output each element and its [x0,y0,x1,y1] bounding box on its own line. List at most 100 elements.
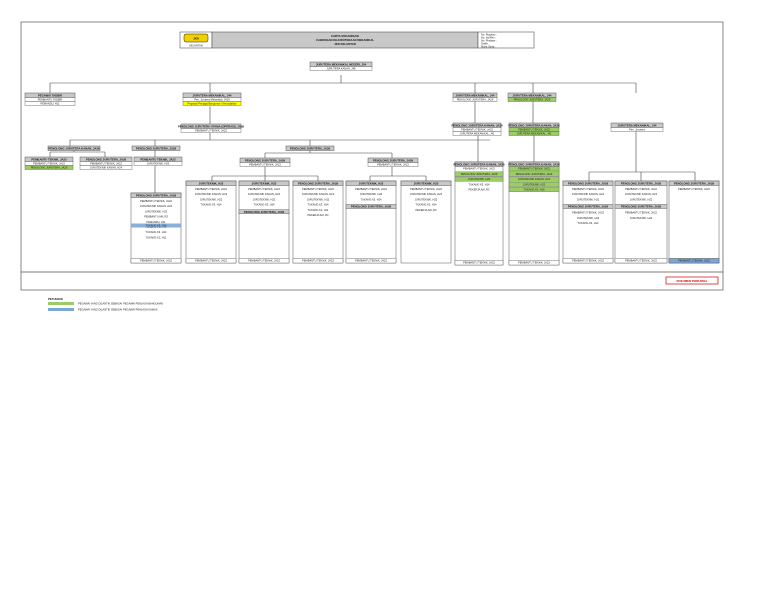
position-row [133,161,183,166]
unit-row-label: JURUTEKNIK, H22 [630,197,653,201]
unit-row-label: JURUTEKNIK, H22 [200,197,223,201]
unit-row-label: PEMBANTU TEKNIK, JA22 [410,187,442,191]
blue-highlight-row [131,223,181,228]
unit-row-label: JURUTEKNIK, H22 [253,197,276,201]
unit-sub-title [614,204,668,209]
logo-mark [183,33,209,43]
position-title: PENOLONG JURUTERA, JA29 [136,146,177,150]
position-row-label: PENOLONG JURUTERA, JA29 [514,97,551,101]
legend: PETUNJUK PEGAWAI YANG DILANTIK SEBAGAI P… [48,297,163,312]
position-title: JURUTERA MEKANIKAL, J44 [618,123,657,127]
unit-sub-title-label: PENOLONG JURUTERA, JA29 [568,205,609,209]
position-row-label: PEMBANTU TEKNIK, JA22 [90,161,122,165]
unit-footer-label: PEMBANTU TEKNIK, JA22 [518,261,550,265]
header: JKR KELANTAN CARTA ORGANISASI CAWANGAN K… [179,31,535,49]
legend-label-green: PEGAWAI YANG DILANTIK SEBAGAI PEGAWAI PE… [78,302,163,306]
green-highlight-row [454,171,504,177]
unit-row-label: TUKANG K3, H14 [578,221,599,225]
unit-title: JURUTEKNIK, H22 [359,181,384,185]
meta-line: No. Rujukan : [481,33,497,37]
unit-row-label: PEMBANTU TEKNIK, JA22 [518,167,550,171]
unit-column-title [130,192,182,198]
position-row-label: PEMBANTU TADBIR [38,97,63,101]
unit-row-label: TUKANG K3, H14 [308,203,329,207]
position-row [610,127,664,132]
unit-footer-label: PEMBANTU TEKNIK, JA22 [572,259,604,263]
unit-row-label: PEMBANTU TEKNIK, JA22 [463,167,495,171]
legend-swatch-blue [48,308,74,311]
unit-row-label: TUKANG K3, H14 [146,230,167,234]
unit-column-title [238,180,290,186]
director-box: JURUTERA MEKANIKAL NEGERI, J54 [316,62,367,66]
unit-column-title [292,180,344,186]
legend-swatch-green [48,302,74,305]
position-row [367,162,419,167]
unit-row-label: JURUTEKNIK KANAN, H24 [625,192,658,196]
unit-row-label: PEMBANTU AM, R3 [144,215,168,219]
position-title: PEMBANTU TEKNIK, JA22 [140,157,176,161]
unit-row-label: PENOLONG JURUTERA, JA29 [461,172,498,176]
position-row-label: Pen. Jurutera [629,127,645,131]
position-row [508,131,560,136]
unit-row-label: JURUTEKNIK, H22 [577,197,600,201]
position-title: PENOLONG JURUTERA, JA29 [290,146,331,150]
logo-subtext: KELANTAN [189,44,203,48]
green-highlight-row [508,181,560,187]
unit-footer-label: PEMBANTU TEKNIK, JA22 [195,259,227,263]
unit-column-title [345,180,397,186]
position-box-title [285,145,335,151]
unit-row-label: PEMBANTU TEKNIK, JA22 [678,187,710,191]
unit-sub-title [238,209,290,215]
unit-title: JURUTEKNIK, H22 [414,181,439,185]
unit-footer [130,258,182,264]
unit-row-label: PEMANDU, H11 [147,220,167,224]
position-row-label: PENOLONG JURUTERA, JA29 [457,97,494,101]
unit-column-title [400,180,452,186]
unit-footer [345,258,397,264]
unit-footer-label: PEMBANTU TEKNIK, JA22 [140,259,172,263]
unit-footer [454,260,504,266]
unit-row-label: PEMBANTU TEKNIK, JA22 [625,187,657,191]
position-row-label: JURUTEKNIK KANAN, H24 [90,165,123,169]
position-title: PEMBANTU TEKNIK, JA22 [31,157,67,161]
unit-sub-title [562,204,614,209]
unit-row-label: TUKANG K2, H11 [308,208,329,212]
legend-label-blue: PEGAWAI YANG DILANTIK SEBAGAI PEGAWAI PE… [78,308,158,312]
unit-row-label: JURUTEKNIK, H22 [307,197,330,201]
unit-title: PENOLONG JURUTERA KANAN, JA36 [508,162,559,166]
position-title: JURUTERA MEKANIKAL, J44 [456,93,495,97]
position-row-label: JURUTERA MEKANIKAL, J41 [460,131,495,135]
legend-title: PETUNJUK [48,297,63,301]
chart-subtitle: CAWANGAN KEJURUTERAAN MEKANIKAL [316,38,374,42]
position-title: PENOLONG JURUTERA KANAN, JA36 [451,123,502,127]
unit-row-label: TUKANG K3, H14 [361,197,382,201]
connector-lines [49,75,696,193]
unit-title: JURUTEKNIK, H22 [199,181,224,185]
position-row-label: PEMBANTU TEKNIK, JA22 [518,127,550,131]
unit-sub-title-label: PENOLONG JURUTERA, JA29 [351,205,392,209]
unit-row-label: PEMBANTU TEKNIK, JA22 [625,211,657,215]
unit-column [238,180,290,264]
engineer-box: JURUTERA MEKANIKAL, J44 [193,93,232,97]
unit-footer [508,260,560,266]
position-title: PENOLONG JURUTERA, JA29 [245,158,286,162]
unit-row-label: PEMBANTU TEKNIK, JA22 [355,187,387,191]
unit-row-label: PEKERJA AM, R3 [416,208,437,212]
unit-row-label: TUKANG K3, H14 [201,203,222,207]
unit-row-label: TUKANG K3, H14 [524,188,545,192]
unit-sub-title-label: PENOLONG JURUTERA, JA29 [621,205,662,209]
meta-line: No. Pindaan : [481,39,497,43]
unit-title: PENOLONG JURUTERA, JA29 [136,193,177,197]
unit-row-label: JURUTEKNIK, H22 [468,177,491,181]
unit-footer [292,258,344,264]
position-row-label: PEMANDU, H11 [41,101,61,105]
unit-column [292,180,344,264]
position-box-title [47,145,101,151]
position-row-label: PEMBANTU TEKNIK, JA22 [195,128,227,132]
unit-row-label: JURUTEKNIK KANAN, H24 [518,177,551,181]
position-row-label: PEMBANTU TEKNIK, JA22 [249,162,281,166]
operations-box: PENOLONG JURUTERA UTAMA (OPERASI), JA38 [178,124,244,128]
unit-row-label: JURUTEKNIK, H22 [415,197,438,201]
unit-title: PENOLONG JURUTERA, JA29 [298,181,339,185]
